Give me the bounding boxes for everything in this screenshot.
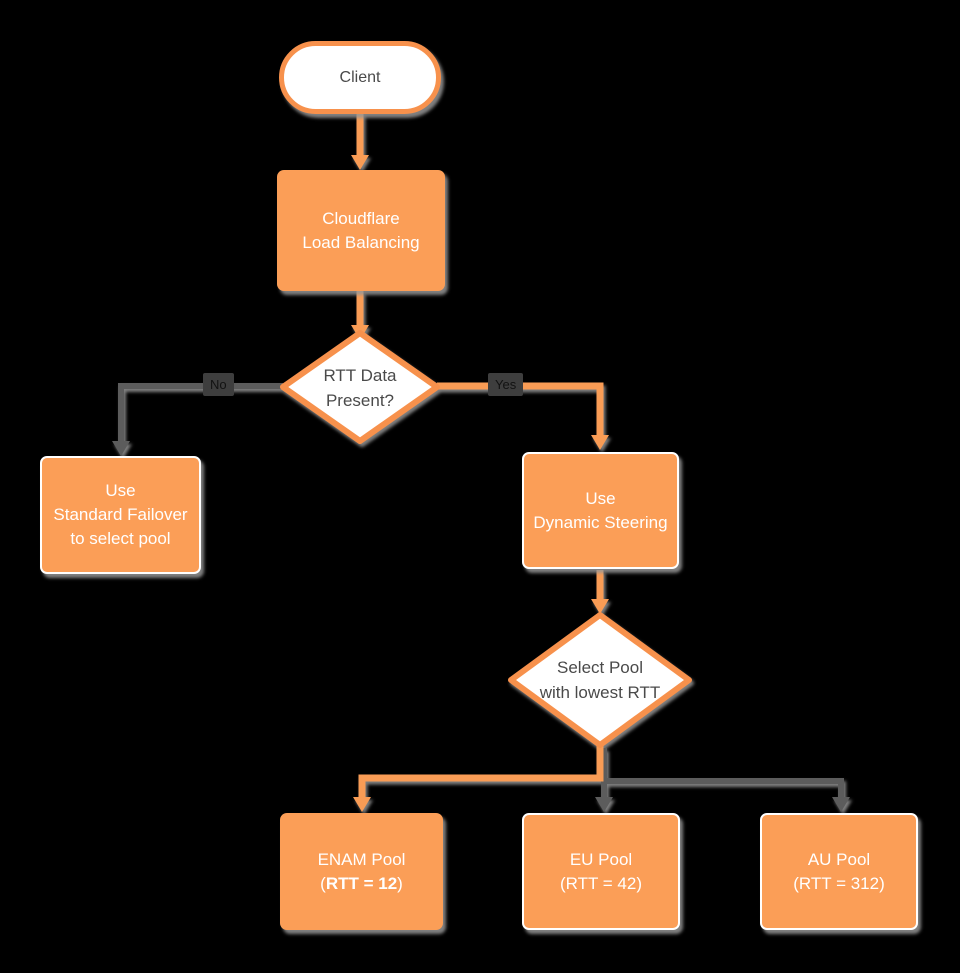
decision-rtt-present-text: RTT Data Present? (280, 363, 440, 413)
node-standard-failover-line2: Standard Failover (53, 505, 188, 524)
decision-rtt-line1: RTT Data (323, 366, 397, 385)
decision-select-line2: with lowest RTT (539, 683, 661, 702)
arrowhead-decision2 (591, 599, 609, 614)
enam-rtt-value: RTT = 12 (325, 873, 398, 893)
node-client: Client (279, 41, 441, 114)
orange-arrowheads (351, 155, 609, 812)
edge-label-yes: Yes (488, 373, 524, 396)
node-dynamic-steering-line2: Dynamic Steering (533, 512, 668, 532)
node-eu-pool-line2: (RTT = 42) (559, 873, 643, 893)
gray-connectors (118, 383, 844, 799)
edge-label-no: No (203, 373, 234, 396)
decision-select-line1: Select Pool (557, 658, 643, 677)
enam-rtt-open: ( (320, 873, 326, 893)
gray-arrowheads (112, 441, 850, 812)
edge-au-line (604, 778, 844, 799)
arrowhead-failover (112, 441, 130, 456)
decision-rtt-line2: Present? (325, 391, 395, 410)
node-enam-pool-line1: ENAM Pool (317, 849, 406, 869)
arrowhead-enam (353, 797, 371, 812)
node-load-balancer-line2: Load Balancing (302, 232, 420, 252)
node-load-balancer-line1: Cloudflare (322, 208, 400, 228)
arrowhead-lb (351, 155, 369, 170)
arrowhead-au (832, 797, 850, 812)
node-eu-pool-line1: EU Pool (569, 849, 633, 869)
node-enam-pool: ENAM Pool (RTT = 12) (280, 813, 443, 930)
diamond-rtt-present (280, 330, 440, 444)
decision-shapes (280, 330, 692, 748)
node-au-pool-line1: AU Pool (807, 849, 871, 869)
arrowhead-dynamic (591, 435, 609, 450)
node-eu-pool: EU Pool (RTT = 42) (522, 813, 680, 930)
enam-rtt-close: ) (397, 873, 403, 893)
node-dynamic-steering: Use Dynamic Steering (522, 452, 679, 569)
diamond-select-pool (508, 612, 692, 748)
edge-no-line (118, 383, 283, 443)
node-dynamic-steering-line1: Use (585, 488, 616, 508)
node-au-pool-line2: (RTT = 312) (793, 873, 885, 893)
node-standard-failover: Use Standard Failover to select pool (40, 456, 201, 574)
edge-enam-line (358, 744, 604, 798)
node-standard-failover-line1: Use (105, 481, 136, 500)
node-enam-pool-line2: (RTT = 12) (320, 872, 403, 896)
node-load-balancer: Cloudflare Load Balancing (277, 170, 445, 291)
node-standard-failover-line3: to select pool (70, 529, 171, 548)
node-au-pool: AU Pool (RTT = 312) (760, 813, 918, 930)
node-client-label: Client (339, 68, 381, 86)
decision-select-pool-text: Select Pool with lowest RTT (510, 655, 690, 705)
arrowhead-eu (595, 797, 613, 812)
